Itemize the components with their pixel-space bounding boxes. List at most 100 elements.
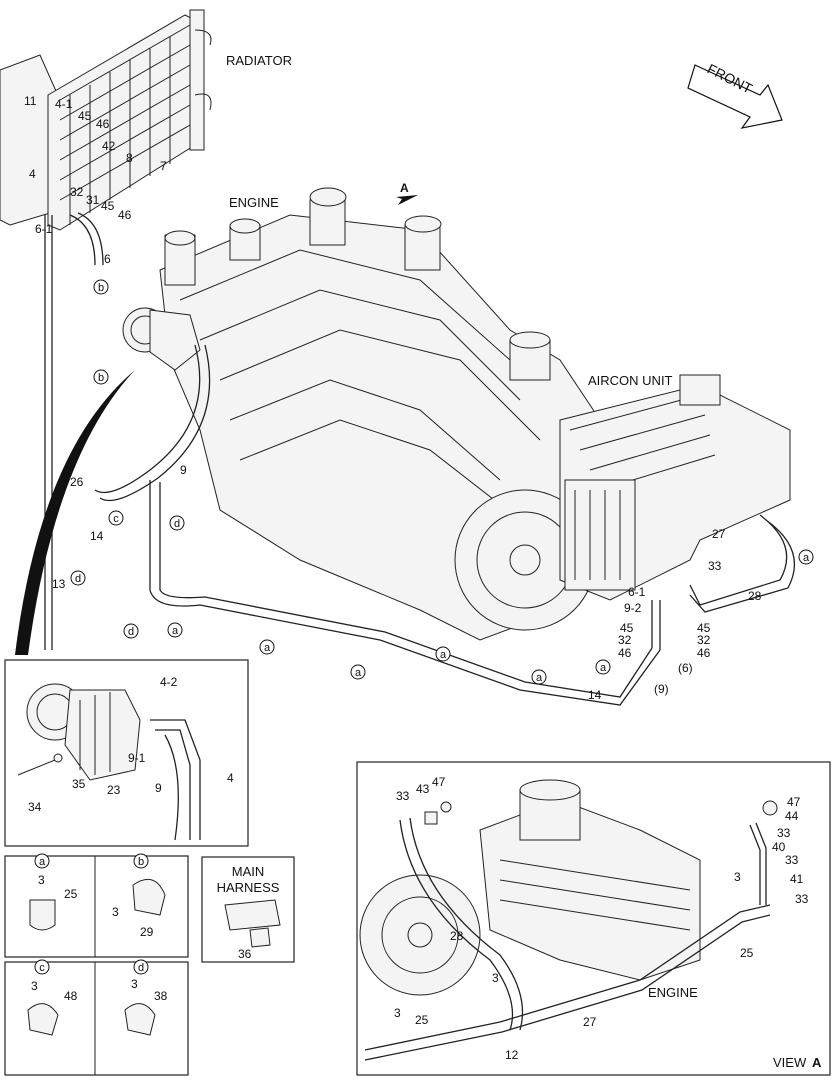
inset-callout-4-2: 4-2 [160, 675, 178, 689]
callout-9-paren: (9) [654, 682, 669, 696]
callout-14: 14 [90, 529, 104, 543]
radiator-heading: RADIATOR [226, 53, 292, 68]
clamp-marker-a5: a [536, 672, 543, 684]
detail-d-screw: 3 [131, 977, 138, 991]
clamp-marker-c: c [113, 513, 119, 525]
main-harness-box: MAIN HARNESS 36 [201, 856, 295, 963]
detail-a-clamp: 25 [64, 887, 78, 901]
callout-4-1: 4-1 [55, 97, 73, 111]
clamp-marker-a4: a [440, 649, 447, 661]
main-harness-title-2: HARNESS [217, 880, 280, 895]
callout-8: 8 [126, 151, 133, 165]
callout-46: 46 [96, 117, 110, 131]
inset-callout-35: 35 [72, 777, 86, 791]
view-callout-43: 43 [416, 782, 430, 796]
callout-28: 28 [748, 589, 762, 603]
view-callout-25b: 25 [415, 1013, 429, 1027]
callout-45b: 45 [101, 199, 115, 213]
compressor-drawing [122, 307, 201, 371]
callout-6-1: 6-1 [35, 222, 53, 236]
callout-9: 9 [180, 463, 187, 477]
detail-a-marker: a [39, 856, 46, 868]
detail-b-marker: b [138, 856, 144, 868]
callout-11: 11 [24, 94, 37, 108]
view-callout-40: 40 [772, 840, 786, 854]
view-callout-3a: 3 [734, 870, 741, 884]
inset-callout-9: 9 [155, 781, 162, 795]
view-letter: A [812, 1055, 822, 1070]
callout-9-2: 9-2 [624, 601, 642, 615]
main-harness-title-1: MAIN [232, 864, 265, 879]
callout-4: 4 [29, 167, 36, 181]
view-callout-33d: 33 [795, 892, 809, 906]
view-a-marker-label: A [400, 181, 409, 195]
view-callout-47a: 47 [432, 775, 446, 789]
callout-31: 31 [86, 193, 100, 207]
detail-b-screw: 3 [112, 905, 119, 919]
inset-callout-34: 34 [28, 800, 42, 814]
callout-32b: 32 [618, 633, 632, 647]
view-callout-12: 12 [505, 1048, 519, 1062]
aircon-unit-drawing [559, 374, 791, 601]
callout-33: 33 [708, 559, 722, 573]
view-callout-28: 28 [450, 929, 464, 943]
detail-b-clamp: 29 [140, 925, 154, 939]
callout-6: 6 [104, 252, 111, 266]
compressor-inset: 4-2 9-1 9 4 34 35 23 [4, 659, 249, 847]
callout-6-1b: 6-1 [628, 585, 646, 599]
clamp-marker-d2: d [75, 573, 81, 585]
inset-callout-4: 4 [227, 771, 234, 785]
callout-13: 13 [52, 577, 66, 591]
callout-46b: 46 [118, 208, 132, 222]
view-engine-heading: ENGINE [648, 985, 698, 1000]
clamp-marker-a3: a [355, 667, 362, 679]
detail-c-clamp: 48 [64, 989, 78, 1003]
detail-d-marker: d [138, 962, 144, 974]
callout-27: 27 [712, 527, 726, 541]
view-callout-25a: 25 [740, 946, 754, 960]
callout-14b: 14 [588, 688, 602, 702]
callout-45d: 45 [697, 621, 711, 635]
view-a-marker: A [396, 181, 418, 205]
hoses-main [44, 212, 796, 706]
callout-6-paren: (6) [678, 661, 693, 675]
engine-heading: ENGINE [229, 195, 279, 210]
clamp-marker-d3: d [128, 626, 134, 638]
engine-drawing [159, 187, 601, 641]
radiator-drawing [0, 9, 212, 231]
callout-32c: 32 [697, 633, 711, 647]
view-callout-33b: 33 [777, 826, 791, 840]
view-callout-47b: 47 [787, 795, 801, 809]
clamp-markers-main: b b c d d d a a a a a a a [70, 279, 814, 685]
detail-a-screw: 3 [38, 873, 45, 887]
view-callout-33a: 33 [396, 789, 410, 803]
view-a-box: 33 43 47 47 44 33 40 33 3 41 33 25 28 3 … [356, 761, 831, 1076]
callout-45: 45 [78, 109, 92, 123]
view-callout-3b: 3 [492, 971, 499, 985]
aircon-unit-heading: AIRCON UNIT [588, 373, 673, 388]
detail-c-marker: c [39, 962, 45, 974]
view-label: VIEW [773, 1055, 807, 1070]
inset-callout-9-1: 9-1 [128, 751, 146, 765]
callout-32: 32 [70, 185, 84, 199]
clamp-detail-boxes: a 3 25 b 3 29 c 3 48 d 3 38 [4, 853, 189, 1076]
view-callout-44: 44 [785, 809, 799, 823]
callout-45c: 45 [620, 621, 634, 635]
clamp-marker-d1: d [174, 518, 180, 530]
detail-d-clamp: 38 [154, 989, 168, 1003]
main-callouts: 11 4-1 45 46 42 8 7 4 32 31 45 46 6-1 6 … [24, 94, 762, 702]
clamp-marker-a1: a [172, 625, 179, 637]
clamp-marker-a6: a [600, 662, 607, 674]
detail-pointer [15, 370, 135, 655]
main-harness-part: 36 [238, 947, 252, 961]
view-callout-27: 27 [583, 1015, 597, 1029]
clamp-marker-a2: a [264, 642, 271, 654]
callout-26: 26 [70, 475, 84, 489]
callout-46d: 46 [697, 646, 711, 660]
callout-42: 42 [102, 139, 116, 153]
view-callout-3c: 3 [394, 1006, 401, 1020]
clamp-marker-b1: b [98, 282, 104, 294]
front-arrow: FRONT [687, 60, 783, 129]
view-callout-33c: 33 [785, 853, 799, 867]
